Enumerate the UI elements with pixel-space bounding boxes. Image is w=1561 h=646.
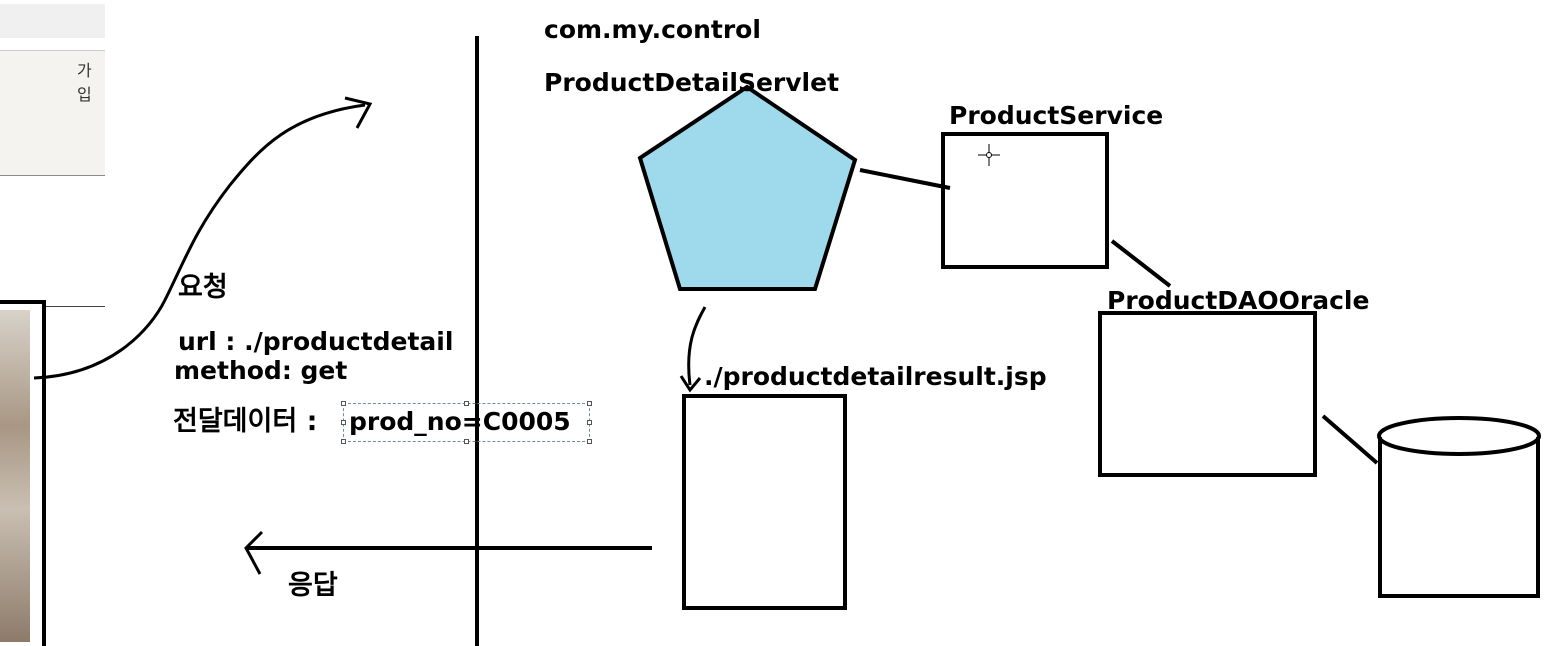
data-value-label[interactable]: prod_no=C0005 xyxy=(349,407,571,436)
package-label: com.my.control xyxy=(544,15,761,44)
request-label: 요청 xyxy=(178,272,228,303)
url-label: url : ./productdetail xyxy=(178,327,454,356)
jsp-box xyxy=(682,394,847,610)
selection-handle[interactable] xyxy=(341,439,346,444)
text-selection-box[interactable] xyxy=(341,401,592,444)
background-photo xyxy=(0,300,46,646)
response-label: 응답 xyxy=(288,570,338,601)
selection-handle[interactable] xyxy=(587,420,592,425)
servlet-label: ProductDetailServlet xyxy=(544,68,840,97)
background-divider xyxy=(0,306,105,307)
servlet-pentagon xyxy=(637,84,858,291)
request-arrow-head xyxy=(344,96,373,129)
data-prefix-label: 전달데이터 : xyxy=(173,406,318,437)
selection-handle[interactable] xyxy=(341,401,346,406)
selection-handle[interactable] xyxy=(464,401,469,406)
method-label: method: get xyxy=(174,356,348,385)
service-label: ProductService xyxy=(949,101,1164,130)
crosshair-cursor-icon xyxy=(978,144,1000,166)
service-box xyxy=(941,132,1109,269)
servlet-jsp-arrow xyxy=(687,306,707,386)
servlet-service-connector xyxy=(859,168,951,190)
selection-handle[interactable] xyxy=(587,401,592,406)
selection-handle[interactable] xyxy=(587,439,592,444)
database-cylinder-body xyxy=(1378,437,1540,598)
service-dao-connector xyxy=(1110,239,1172,288)
background-panel-text: 가입 xyxy=(77,61,92,104)
servlet-jsp-arrow-head xyxy=(679,375,702,393)
selection-handle[interactable] xyxy=(341,420,346,425)
background-photo-image xyxy=(0,310,30,642)
dao-box xyxy=(1098,311,1317,477)
background-panel: 가입 xyxy=(0,50,105,176)
selection-handle[interactable] xyxy=(464,439,469,444)
database-cylinder-top xyxy=(1377,416,1541,456)
background-tab xyxy=(0,4,105,38)
dao-db-connector xyxy=(1321,414,1379,465)
request-arrow-curve xyxy=(33,103,366,380)
response-arrow-head xyxy=(244,530,264,575)
jsp-label: ./productdetailresult.jsp xyxy=(704,362,1047,391)
dao-label: ProductDAOOracle xyxy=(1107,286,1370,315)
